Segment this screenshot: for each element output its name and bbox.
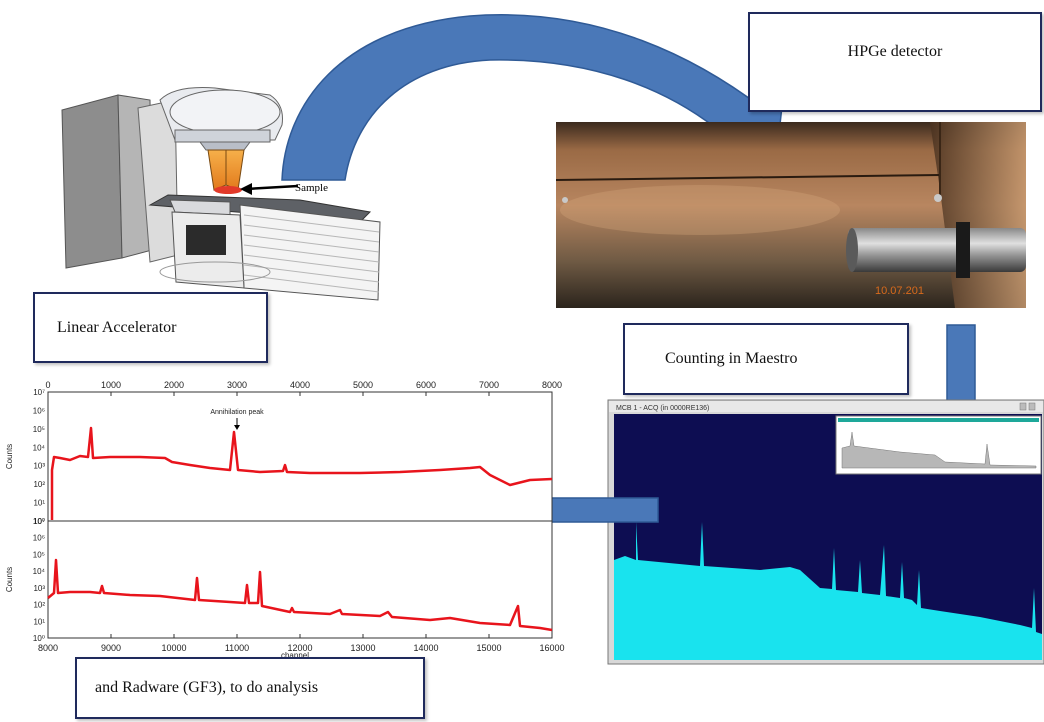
y-axis-label: Counts (5, 567, 14, 592)
bottom-axis-tick-label: 10000 (161, 643, 186, 653)
linear-accelerator-label-box: Linear Accelerator (33, 292, 268, 363)
sample-label: Sample (295, 182, 328, 194)
top-axis-tick-label: 0 (45, 380, 50, 390)
bottom-axis-tick-label: 13000 (350, 643, 375, 653)
spectrum-trace-top (50, 426, 553, 520)
top-axis-tick-label: 8000 (542, 380, 562, 390)
annihilation-peak-annotation: Annihilation peak (210, 409, 264, 416)
y-axis-tick-label: 10⁰ (33, 634, 45, 643)
y-axis-tick-label: 10³ (33, 584, 45, 593)
bottom-axis-tick-label: 16000 (539, 643, 564, 653)
top-axis-tick-label: 6000 (416, 380, 436, 390)
top-axis-tick-label: 5000 (353, 380, 373, 390)
hpge-detector-photo: 10.07.201 (555, 122, 1026, 308)
maestro-spectrum-fill (614, 522, 1042, 660)
bottom-axis-tick-label: 9000 (101, 643, 121, 653)
maestro-label: Counting in Maestro (665, 350, 798, 367)
photo-timestamp: 10.07.201 (875, 285, 924, 297)
top-axis-tick-label: 4000 (290, 380, 310, 390)
maestro-overview-inset (835, 415, 1042, 475)
y-axis-tick-label: 10¹ (33, 617, 45, 626)
bottom-axis-tick-label: 14000 (413, 643, 438, 653)
y-axis-tick-label: 10⁴ (33, 443, 46, 452)
plot-frame (47, 391, 553, 639)
y-axis-tick-label: 10⁷ (33, 517, 45, 526)
bottom-axis-tick-label: 11000 (225, 643, 249, 653)
bottom-axis-tick-label: 12000 (287, 643, 312, 653)
y-axis-tick-label: 10⁶ (33, 406, 45, 415)
top-axis-tick-label: 3000 (227, 380, 247, 390)
y-axis-tick-label: 10² (33, 601, 45, 610)
annotation-arrowhead (234, 425, 240, 430)
maestro-label-box: Counting in Maestro (623, 323, 909, 395)
radware-label-box: and Radware (GF3), to do analysis (75, 657, 425, 719)
y-axis-tick-label: 10⁵ (33, 550, 45, 559)
hpge-detector-label: HPGe detector (847, 43, 943, 60)
hpge-detector-label-box: HPGe detector (748, 12, 1042, 112)
y-axis-tick-label: 10⁰ (33, 517, 45, 526)
y-axis-tick-label: 10⁷ (33, 388, 45, 397)
y-axis-tick-label: 10¹ (33, 499, 45, 508)
window-close-button[interactable] (1028, 402, 1036, 411)
bottom-axis-tick-label: 8000 (38, 643, 58, 653)
y-axis-label: Counts (5, 444, 14, 469)
y-axis-tick-label: 10⁵ (33, 425, 45, 434)
bottom-axis-tick-label: 15000 (476, 643, 501, 653)
radware-spectrum-plot: 0 1000 2000 3000 4000 5000 6000 7000 8000 8000 900… (5, 380, 565, 660)
top-axis-tick-label: 7000 (479, 380, 499, 390)
maestro-window: MCB 1 - ACQ (in 0000RE136) (607, 399, 1044, 665)
y-axis-tick-label: 10⁶ (33, 534, 45, 543)
top-axis-tick-label: 1000 (101, 380, 121, 390)
maestro-title: MCB 1 - ACQ (in 0000RE136) (616, 405, 709, 412)
y-axis-tick-label: 10⁴ (33, 567, 46, 576)
x-axis-label: channel (281, 651, 309, 660)
linear-accelerator-label: Linear Accelerator (57, 318, 177, 336)
y-axis-tick-label: 10³ (33, 462, 45, 471)
window-minimize-button[interactable] (1019, 402, 1027, 411)
spectrum-trace-bottom (47, 558, 553, 632)
radware-label: and Radware (GF3), to do analysis (95, 679, 319, 696)
y-axis-tick-label: 10² (33, 480, 45, 489)
top-axis-tick-label: 2000 (164, 380, 184, 390)
linear-accelerator-illustration: Sample (61, 87, 381, 301)
